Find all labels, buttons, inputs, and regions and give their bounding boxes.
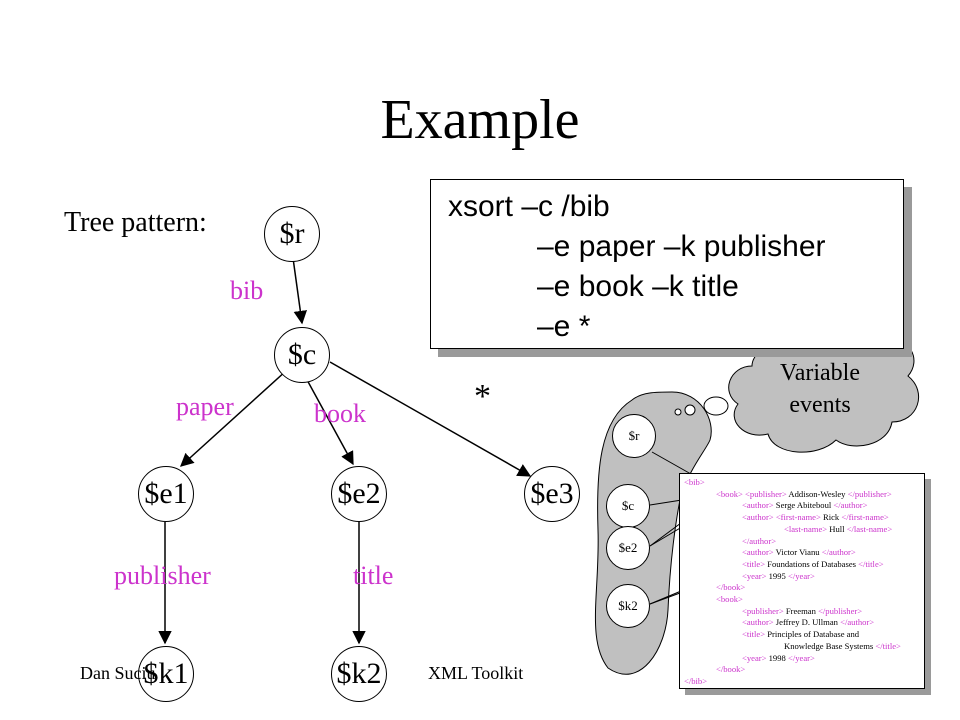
edge-label-bib: bib	[230, 276, 264, 305]
xml-tag: <title>	[742, 629, 766, 640]
xml-line: </book>	[716, 664, 745, 675]
node-k1: $k1	[138, 646, 194, 702]
xml-tag: </bib>	[684, 675, 708, 686]
xml-line: </bib>	[684, 676, 707, 687]
command-line-1: xsort –c /bib	[448, 190, 610, 223]
blob-node-c: $c	[606, 484, 650, 528]
command-box: xsort –c /bib –e paper –k publisher –e b…	[430, 179, 904, 349]
xml-tag: <bib>	[684, 477, 705, 487]
xml-text: Hull	[827, 523, 847, 534]
xml-tag: <year>	[742, 570, 767, 581]
xml-tag: <author>	[742, 512, 774, 523]
xml-tag: <publisher>	[742, 605, 784, 616]
xml-tag: <author>	[742, 547, 774, 558]
node-e1: $e1	[138, 466, 194, 522]
xml-tag: <publisher>	[745, 488, 787, 499]
xml-tag: </year>	[787, 570, 815, 581]
xml-line: <publisher> Freeman </publisher>	[742, 606, 862, 617]
edge-c-e1	[179, 369, 288, 467]
xml-document: <bib> <book> <publisher> Addison-Wesley <…	[679, 473, 925, 689]
xml-tag: </title>	[858, 558, 884, 569]
edge-label-star: *	[474, 378, 491, 415]
node-c: $c	[274, 327, 330, 383]
command-line-3: –e book –k title	[537, 270, 739, 303]
xml-line: <book>	[716, 594, 743, 605]
blob-node-e2: $e2	[606, 526, 650, 570]
cloud-text-line-2: events	[789, 392, 851, 418]
xml-text: 1998	[766, 652, 788, 663]
xml-text: 1995	[766, 570, 788, 581]
xml-tag: </author>	[833, 500, 868, 511]
xml-tag: <last-name>	[784, 523, 828, 534]
command-line-2: –e paper –k publisher	[537, 230, 826, 263]
tree-pattern-label: Tree pattern:	[64, 207, 207, 238]
xml-tag: <book>	[716, 594, 743, 604]
xml-line: <title> Principles of Database and	[742, 629, 859, 640]
xml-text: Addison-Wesley	[786, 488, 848, 499]
xml-text: Foundations of Databases	[765, 558, 859, 569]
xml-text: Principles of Database and	[765, 629, 860, 640]
command-line-4: –e *	[537, 310, 591, 343]
xml-line: Knowledge Base Systems </title>	[784, 641, 901, 652]
edge-label-publisher: publisher	[114, 561, 211, 590]
xml-tag: </book>	[716, 582, 746, 593]
blob-node-r: $r	[612, 414, 656, 458]
xml-tag: </first-name>	[841, 512, 889, 523]
xml-line: </book>	[716, 582, 745, 593]
xml-line: <author> Jeffrey D. Ullman </author>	[742, 617, 874, 628]
thought-bubble-small	[674, 408, 682, 416]
edge-label-title: title	[353, 561, 394, 590]
xml-text: Serge Abiteboul	[773, 500, 834, 511]
xml-line: <year> 1998 </year>	[742, 653, 815, 664]
xml-text: Rick	[820, 512, 842, 523]
xml-tag: <author>	[742, 500, 774, 511]
xml-text: Victor Vianu	[773, 547, 822, 558]
slide-title: Example	[380, 89, 580, 151]
xml-tag: </year>	[787, 652, 815, 663]
xml-tag: </publisher>	[818, 605, 863, 616]
xml-tag: </publisher>	[847, 488, 892, 499]
thought-bubble-large	[703, 396, 729, 416]
xml-line: <author> Victor Vianu </author>	[742, 547, 856, 558]
xml-tag: <title>	[742, 558, 766, 569]
xml-tag: </author>	[742, 535, 777, 546]
xml-tag: </title>	[875, 640, 901, 651]
xml-tag: </author>	[840, 617, 875, 628]
node-e3: $e3	[524, 466, 580, 522]
xml-line: <author> Serge Abiteboul </author>	[742, 500, 867, 511]
footer-center: XML Toolkit	[428, 663, 524, 683]
xml-text: Freeman	[783, 605, 819, 616]
cloud-text-line-1: Variable	[780, 360, 860, 386]
xml-text: Jeffrey D. Ullman	[773, 617, 841, 628]
xml-tag: <author>	[742, 617, 774, 628]
xml-tag: <year>	[742, 652, 767, 663]
xml-line: <last-name> Hull </last-name>	[784, 524, 892, 535]
edge-c-e2	[305, 377, 354, 466]
edge-label-book: book	[314, 399, 366, 428]
node-k2: $k2	[331, 646, 387, 702]
footer-author: Dan Suciu	[80, 663, 156, 683]
xml-line: </author>	[742, 536, 776, 547]
xml-line: <year> 1995 </year>	[742, 571, 815, 582]
xml-tag: </author>	[821, 547, 856, 558]
xml-line: <book> <publisher> Addison-Wesley </publ…	[716, 489, 892, 500]
edge-r-c	[292, 257, 308, 325]
xml-tag: <first-name>	[775, 512, 821, 523]
xml-tag: </book>	[716, 664, 746, 675]
node-e2: $e2	[331, 466, 387, 522]
xml-line: <title> Foundations of Databases </title…	[742, 559, 884, 570]
xml-line: <author> <first-name> Rick </first-name>	[742, 512, 889, 523]
node-r: $r	[264, 206, 320, 262]
edge-label-paper: paper	[176, 392, 234, 421]
xml-tag: </last-name>	[846, 523, 893, 534]
xml-text: Knowledge Base Systems	[784, 640, 876, 651]
xml-tag: <book>	[716, 488, 743, 499]
thought-bubble-medium	[684, 404, 696, 416]
xml-line: <bib>	[684, 477, 705, 488]
edge-c-e3	[329, 361, 532, 477]
blob-node-k2: $k2	[606, 584, 650, 628]
